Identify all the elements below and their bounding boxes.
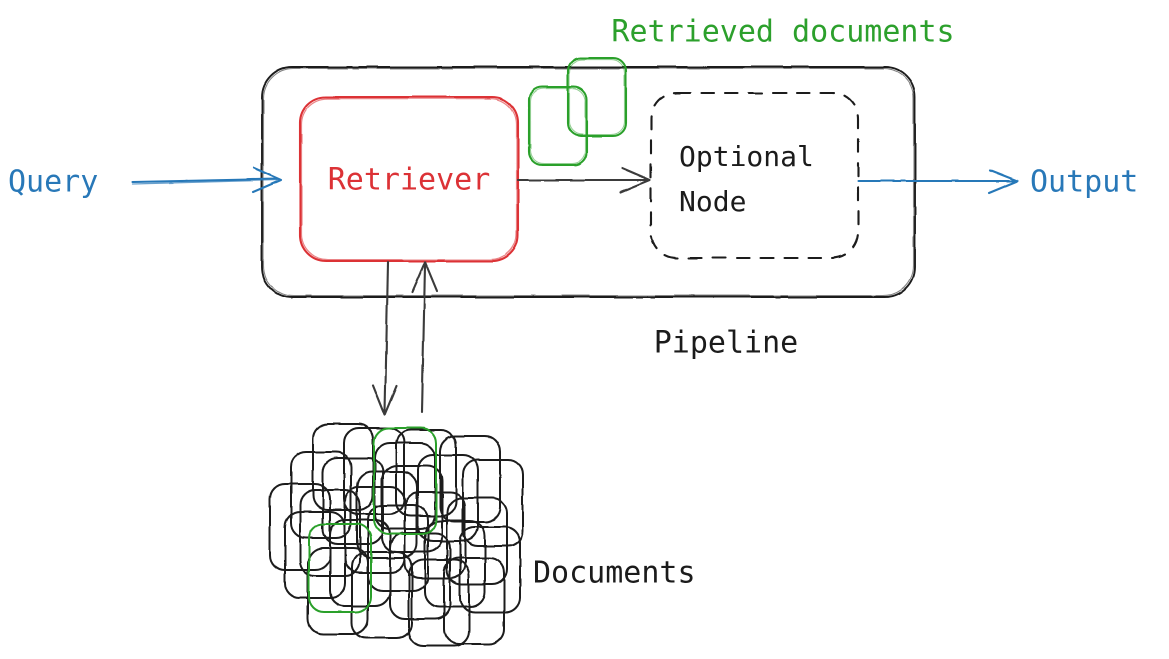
optional-node[interactable] bbox=[649, 91, 860, 260]
arrowhead-query-icon bbox=[251, 166, 283, 194]
retrieved-document-box-2 bbox=[527, 85, 589, 167]
edge-retriever-to-documents bbox=[371, 260, 399, 417]
edge-optional-to-output bbox=[856, 168, 1020, 195]
edge-retriever-to-optional bbox=[516, 166, 652, 194]
optional-node-outline-dashed bbox=[649, 91, 860, 260]
documents-label: Documents bbox=[533, 556, 696, 591]
query-label: Query bbox=[8, 165, 98, 200]
pipeline-label: Pipeline bbox=[654, 326, 799, 361]
arrowhead-output-icon bbox=[987, 168, 1020, 195]
arrowhead-retriever-optional-icon bbox=[619, 166, 652, 194]
retriever-node-outline-second-pass bbox=[300, 97, 518, 261]
retrieved-documents-label: Retrieved documents bbox=[611, 15, 954, 50]
retrieved-document-box-1-second-pass bbox=[568, 59, 626, 136]
documents-green-box-2 bbox=[308, 523, 372, 613]
edge-documents-to-retriever bbox=[410, 260, 439, 414]
output-label: Output bbox=[1030, 165, 1138, 200]
documents-green-box-1 bbox=[373, 427, 437, 535]
retriever-label: Retriever bbox=[328, 163, 491, 198]
optional-node-label-line1: Optional bbox=[679, 140, 814, 173]
arrowhead-up-icon bbox=[410, 260, 439, 294]
edge-query-to-retriever bbox=[131, 166, 283, 194]
documents-green-boxes bbox=[308, 427, 437, 613]
optional-node-label-line2: Node bbox=[679, 185, 746, 218]
retrieved-documents-cluster[interactable] bbox=[527, 56, 628, 167]
retrieved-document-box-1 bbox=[566, 56, 628, 138]
arrowhead-down-icon bbox=[371, 383, 399, 417]
retrieved-document-box-2-second-pass bbox=[529, 88, 587, 165]
documents-cluster[interactable] bbox=[269, 423, 524, 647]
